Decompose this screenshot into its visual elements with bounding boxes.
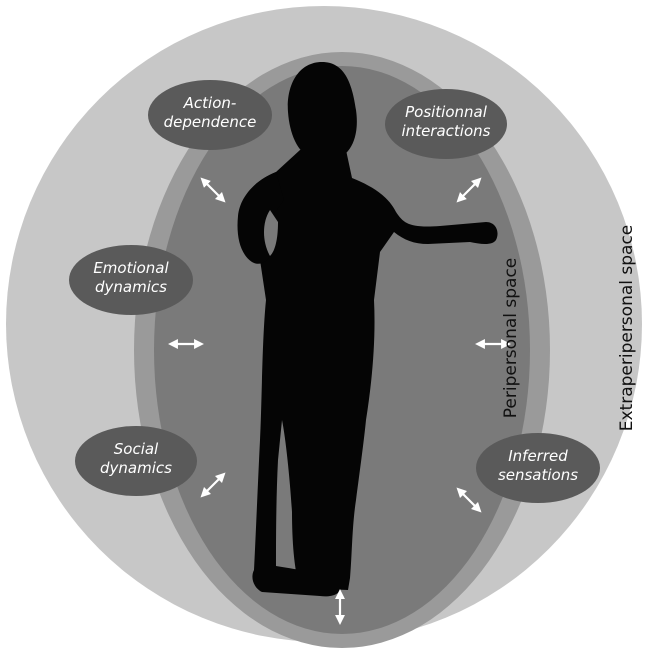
bubble-label-line: Inferred (508, 447, 568, 465)
bubble-emotional-dynamics: Emotional dynamics (69, 245, 193, 315)
bubble-label-line: Social (114, 440, 159, 458)
double-arrow-icon (200, 472, 226, 498)
bubble-social-dynamics: Social dynamics (75, 426, 197, 496)
bubble-action-dependence: Action- dependence (148, 80, 272, 150)
bubble-label-line: Positionnal (405, 103, 488, 121)
bubble-label-line: dependence (164, 113, 257, 131)
bubble-positional-interactions: Positionnal interactions (385, 89, 507, 159)
bubble-label-line: dynamics (100, 459, 172, 477)
double-arrow-icon (456, 487, 482, 513)
bubble-inferred-sensations: Inferred sensations (476, 433, 600, 503)
double-arrow-icon (200, 177, 226, 203)
bubble-label-line: dynamics (95, 278, 167, 296)
bubble-label-line: sensations (498, 466, 578, 484)
human-silhouette (237, 62, 498, 597)
bubble-label-line: interactions (402, 122, 491, 140)
peripersonal-space-label: Peripersonal space (501, 258, 521, 419)
extraperipersonal-space-label: Extraperipersonal space (617, 225, 637, 432)
bubble-label-line: Action- (183, 94, 237, 112)
bubble-label-line: Emotional (93, 259, 169, 277)
double-arrow-icon (456, 177, 482, 203)
arm-gap (264, 210, 278, 256)
